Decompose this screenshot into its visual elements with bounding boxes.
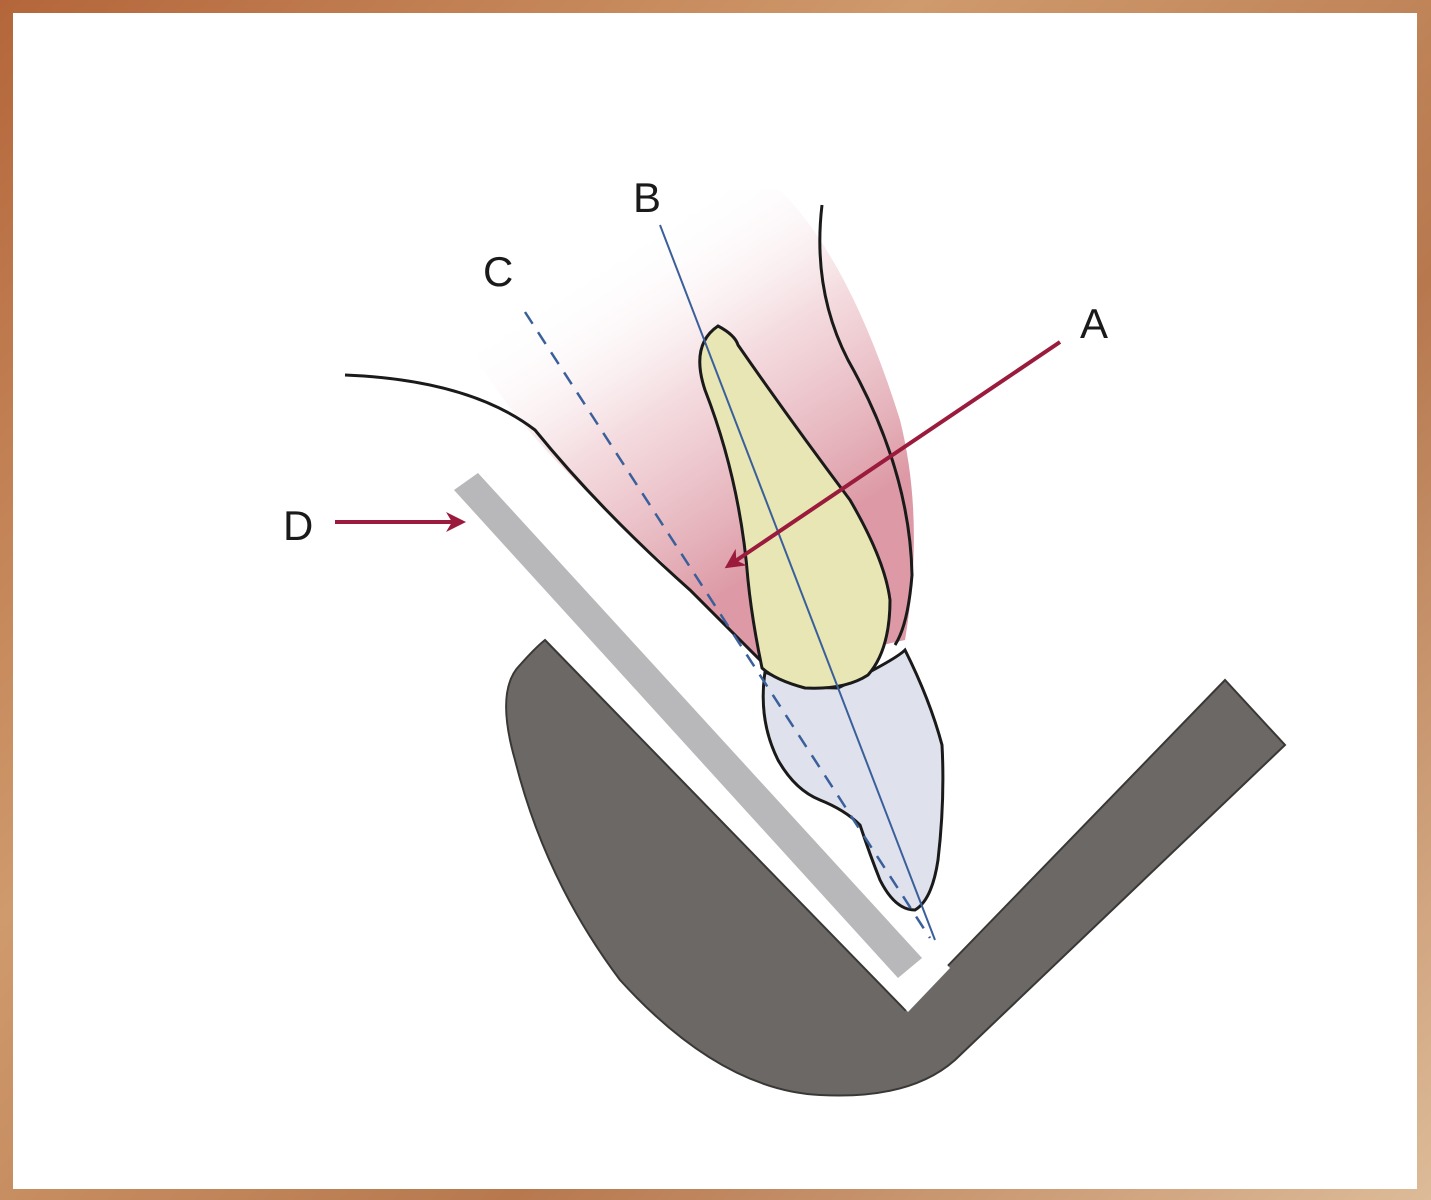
label-b: B [633,174,661,221]
film-receptor [454,473,922,978]
axis-line-b [659,224,936,941]
label-c: C [483,248,513,295]
tooth-root [698,324,892,690]
label-a: A [1080,300,1108,347]
arrow-a [724,340,1062,569]
axis-line-c [523,311,932,939]
lip-outline [818,204,914,646]
palate-outline [344,373,772,672]
film-holder [505,638,1287,1097]
label-d: D [283,502,313,549]
